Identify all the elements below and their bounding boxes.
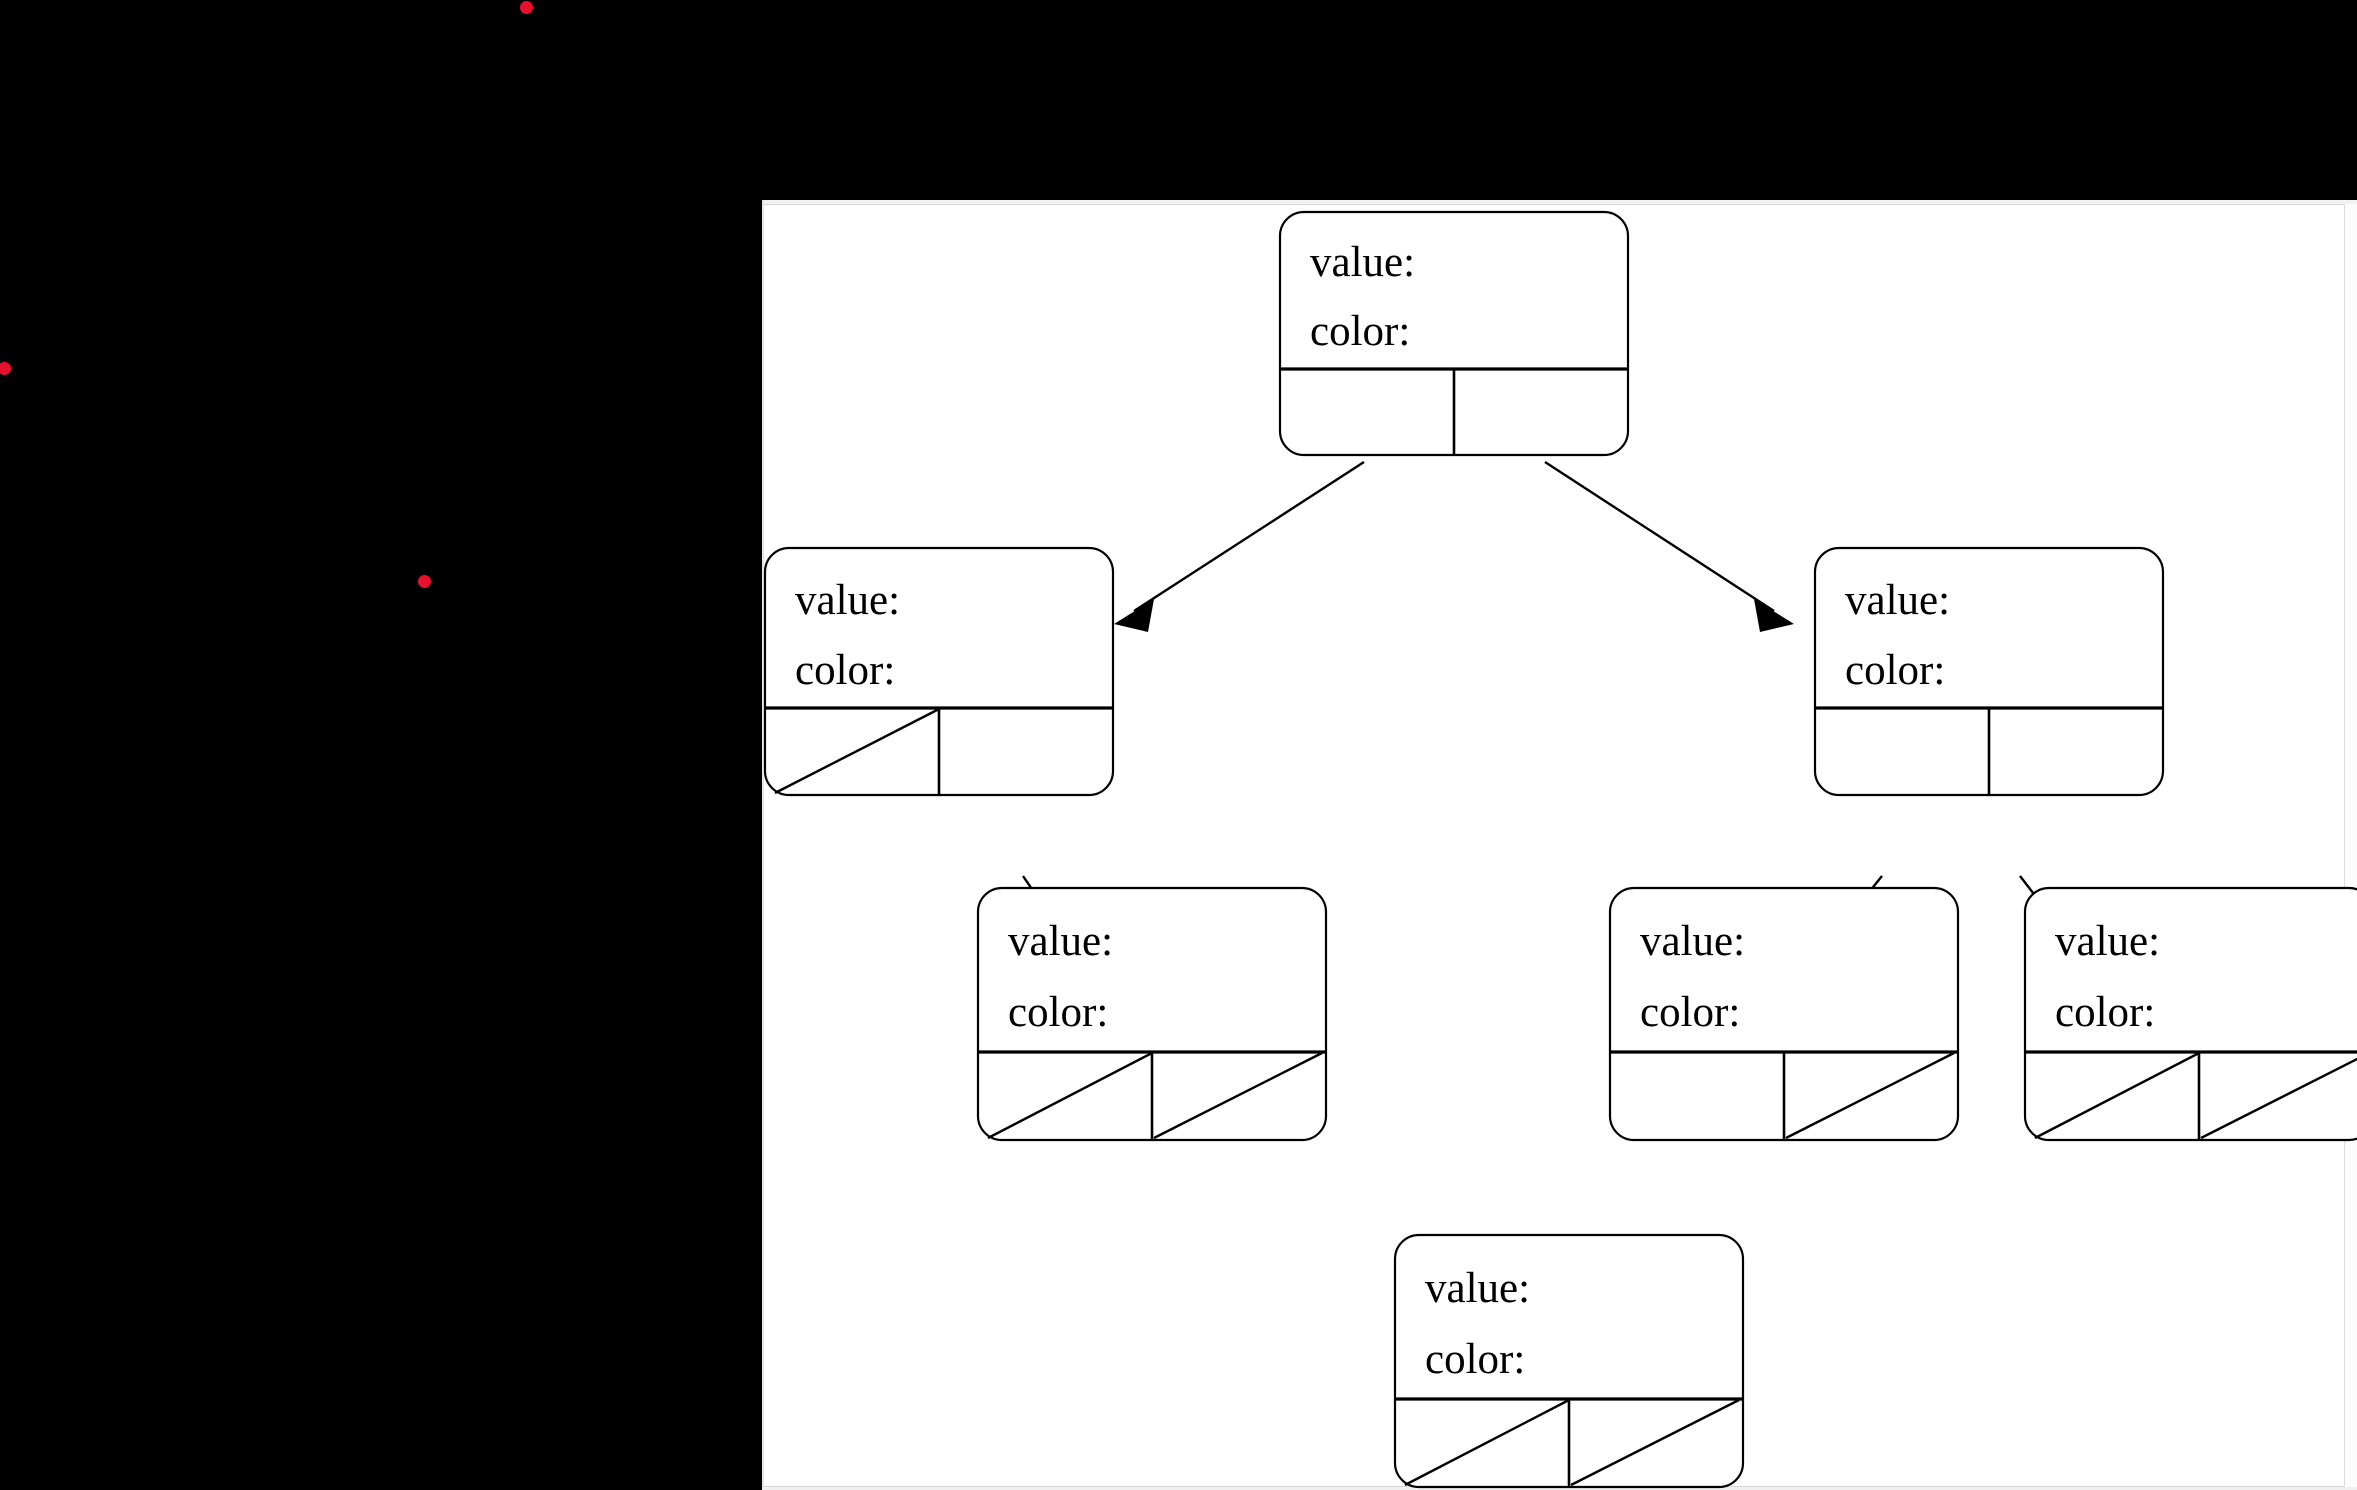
tree-node-left-right-nil-slash-left <box>987 1051 1153 1140</box>
tree-node-right-left-left-color-label: color: <box>1425 1336 1525 1383</box>
marker-dot-top <box>520 1 533 14</box>
tree-node-right-left[interactable]: value: color: <box>1608 886 1960 1142</box>
marker-dot-middle <box>418 575 431 588</box>
arrowhead-root-right <box>1754 599 1794 632</box>
tree-node-right-left-left-nil-slash-left <box>1404 1398 1570 1487</box>
tree-node-left-right[interactable]: value: color: <box>976 886 1328 1142</box>
tree-node-right-left-nil-slash-right <box>1785 1051 1955 1140</box>
tree-node-right-right-color-label: color: <box>2055 989 2155 1036</box>
edge-root-to-right <box>1544 460 1794 632</box>
tree-node-right-left-left-nil-slash-right <box>1570 1398 1740 1487</box>
tree-node-right-value-label: value: <box>1845 577 1950 624</box>
tree-node-left-right-value-label: value: <box>1008 918 1113 965</box>
vertical-scrollbar-thumb[interactable] <box>2346 204 2357 1487</box>
tree-node-root[interactable]: value: color: <box>1278 210 1630 457</box>
tree-node-right-left-left-value-label: value: <box>1425 1265 1530 1312</box>
tree-node-right-color-label: color: <box>1845 647 1945 694</box>
marker-dot-left <box>0 362 11 375</box>
tree-node-right-left-left[interactable]: value: color: <box>1393 1233 1745 1489</box>
diagram-panel[interactable]: value: color: value: color: value: color… <box>762 200 2357 1490</box>
arrowhead-root-left <box>1114 599 1154 632</box>
tree-node-left-right-color-label: color: <box>1008 989 1108 1036</box>
tree-node-left-nil-slash-left <box>774 707 940 795</box>
tree-node-root-value-label: value: <box>1310 239 1415 286</box>
tree-node-left-value-label: value: <box>795 577 900 624</box>
panel-left-edge <box>762 200 764 1490</box>
panel-top-edge <box>762 200 2357 205</box>
tree-node-root-color-label: color: <box>1310 308 1410 355</box>
tree-node-right-right[interactable]: value: color: <box>2023 886 2357 1142</box>
binary-tree-diagram: value: color: value: color: value: color… <box>763 210 2357 1489</box>
tree-node-right-right-nil-slash-left <box>2034 1051 2200 1140</box>
tree-node-right-left-color-label: color: <box>1640 989 1740 1036</box>
vertical-scrollbar[interactable] <box>2344 204 2357 1487</box>
tree-node-left-right-nil-slash-right <box>1153 1051 1323 1140</box>
tree-node-left-color-label: color: <box>795 647 895 694</box>
tree-node-right-right-nil-slash-right <box>2200 1057 2357 1140</box>
tree-node-right[interactable]: value: color: <box>1813 546 2165 797</box>
tree-node-right-left-value-label: value: <box>1640 918 1745 965</box>
tree-node-left[interactable]: value: color: <box>763 546 1115 797</box>
edge-root-to-left <box>1114 460 1365 632</box>
tree-node-right-right-value-label: value: <box>2055 918 2160 965</box>
